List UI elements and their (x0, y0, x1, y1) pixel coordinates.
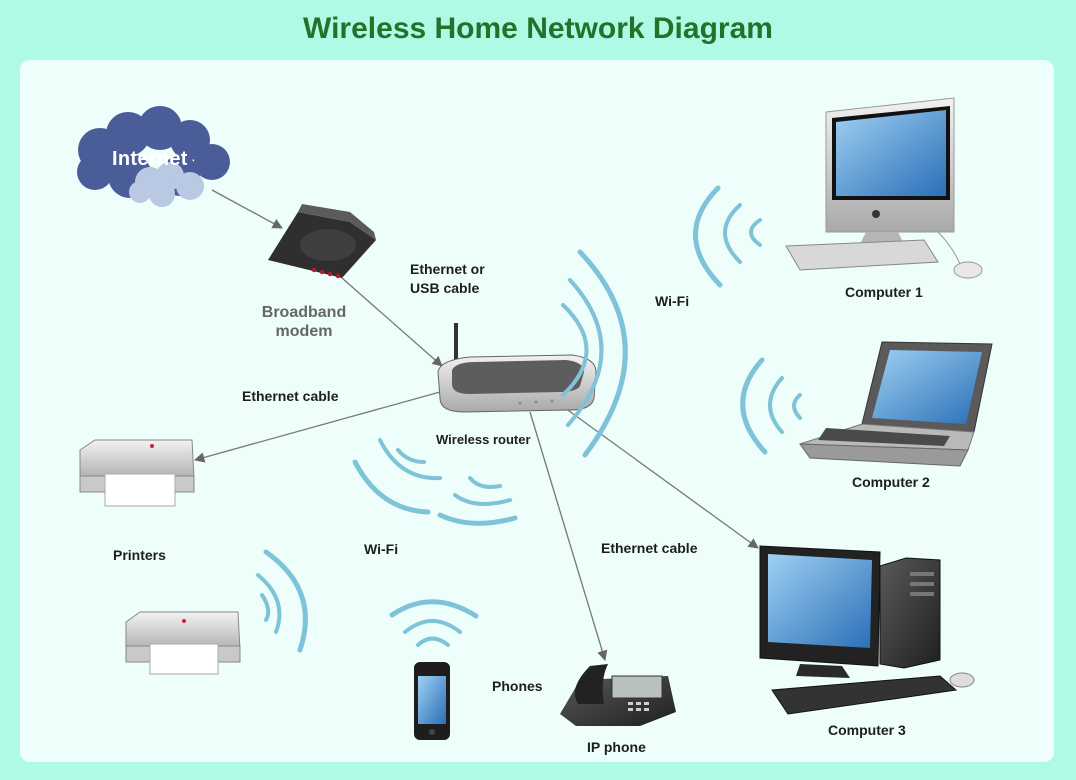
link-label-router-printer: Ethernet cable (242, 388, 339, 404)
wifi-label-devices: Wi-Fi (364, 541, 399, 557)
ip-phone-label: IP phone (587, 739, 646, 755)
computer-2-label: Computer 2 (852, 474, 930, 490)
ip-phone-icon (560, 664, 676, 726)
router-label: Wireless router (436, 432, 531, 447)
smartphone-icon (414, 662, 450, 740)
internet-cloud-icon (77, 106, 230, 207)
printer-1-icon (79, 439, 195, 507)
link-internet-modem (211, 189, 283, 229)
link-router-printer (193, 391, 441, 463)
computer-3-icon (759, 545, 975, 715)
computer-3-label: Computer 3 (828, 722, 906, 738)
link-label-line-1: Ethernet or (410, 261, 485, 277)
printers-label: Printers (113, 547, 166, 563)
link-router-ipphone (529, 411, 608, 661)
broadband-modem-icon (268, 204, 376, 279)
link-label-line-2: USB cable (410, 280, 480, 296)
link-router-computer3 (564, 407, 759, 549)
wireless-router-icon (437, 323, 597, 413)
computer-1-label: Computer 1 (845, 284, 923, 300)
computer-1-icon (785, 97, 983, 279)
computer-2-icon (799, 341, 993, 467)
wifi-label-computers: Wi-Fi (655, 293, 690, 309)
link-modem-router (341, 277, 443, 367)
connection-lines (193, 189, 759, 661)
link-label-router-computer3: Ethernet cable (601, 540, 698, 556)
phones-label: Phones (492, 678, 543, 694)
link-label-modem-router: Ethernet or USB cable (410, 260, 485, 298)
wifi-waves (256, 185, 802, 653)
internet-label: Internet (112, 148, 188, 170)
printer-2-icon (125, 611, 241, 675)
diagram-title: Wireless Home Network Diagram (303, 12, 773, 45)
